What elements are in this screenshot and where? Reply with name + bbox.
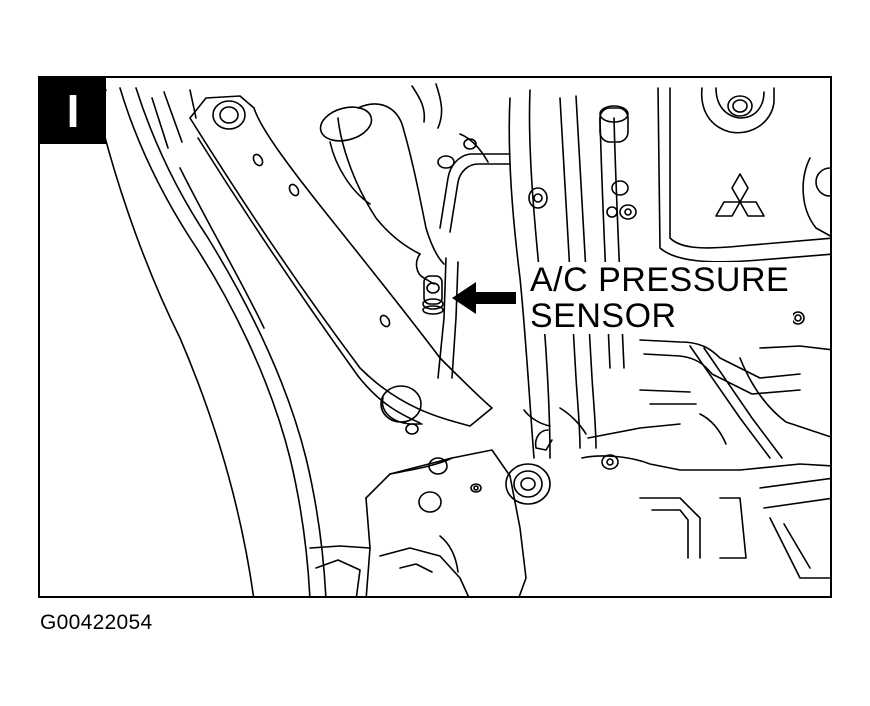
- lower-right-components: [523, 339, 830, 579]
- illustration-frame: I A/C PRESSURE SENSOR: [38, 76, 832, 598]
- three-diamond-logo-icon: [715, 173, 765, 217]
- bottom-left-parts: [309, 535, 470, 596]
- sensor-callout: A/C PRESSURE SENSOR: [526, 261, 794, 335]
- figure-code: G00422054: [40, 611, 153, 634]
- callout-line-1: A/C PRESSURE: [530, 261, 790, 299]
- fender-contours: [98, 87, 327, 596]
- figure-badge: I: [40, 78, 106, 144]
- arrow-left-icon: [452, 282, 516, 314]
- ac-lines: [319, 83, 637, 459]
- frame-bracket: [189, 95, 493, 435]
- callout-line-2: SENSOR: [530, 297, 677, 335]
- engine-bay-line-drawing: [98, 83, 830, 596]
- engine-cover: [657, 87, 830, 325]
- lower-plate: [365, 449, 551, 596]
